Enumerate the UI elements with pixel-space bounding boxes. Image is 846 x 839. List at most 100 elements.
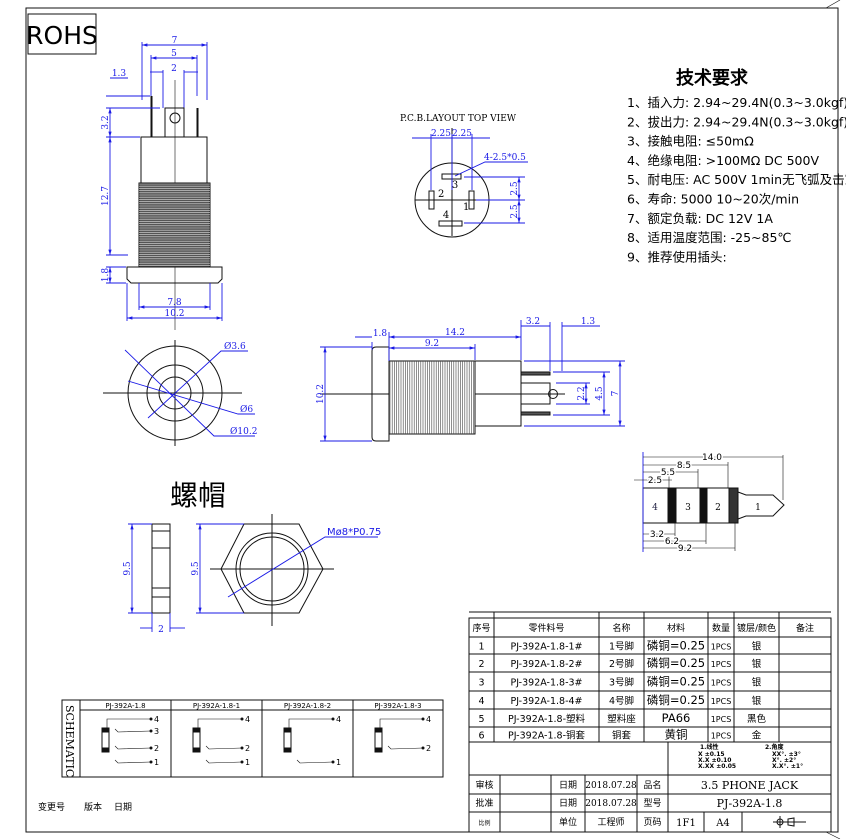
paper-size: A4 [715,818,730,829]
dimension-label: 7 [172,36,178,46]
tech-item: 7、额定负载: DC 12V 1A [627,211,773,226]
dimension-label: 14.0 [702,453,722,463]
jack-contact [192,747,201,753]
schematic-wire [106,718,151,728]
dimension-label: 3.2 [526,317,540,327]
dimension-label: 1.3 [581,317,596,327]
tolerance-value: X.XX ±0.05 [698,763,736,770]
flange [371,346,390,442]
bom-cell: 银 [752,658,762,670]
flange [126,266,223,284]
dimension-label: 10.2 [164,309,184,319]
housing-body [140,136,208,184]
title-block-cell: 审核 [475,779,493,791]
pin-number: 2 [426,744,431,753]
jack-contact [283,747,292,753]
pad-2 [428,190,435,210]
schematic-wire [114,728,152,733]
insulator [699,487,708,524]
bom-cell: 磷铜=0.25 [647,639,705,653]
dimension-label: 2.5 [648,476,662,486]
bom-cell: 银 [752,641,762,653]
pin-label-4: 4 [443,210,449,221]
jack-contact [374,747,383,753]
thread-label: Mø8*P0.75 [327,527,381,538]
bom-cell: PJ-392A-1.8-1# [510,642,582,653]
schematic-column-title: PJ-392A-1.8-3 [374,702,421,710]
model-number: PJ-392A-1.8 [717,797,783,810]
dimension-label: 12.7 [101,186,111,206]
leader-line [124,349,255,437]
diameter-label: Ø6 [240,404,253,415]
pin-number: 1 [336,758,341,767]
revision-block: 变更号版本日期 [38,801,132,813]
title-block-cell: 日期 [559,798,577,809]
tech-item: 8、适用温度范围: -25~85℃ [627,230,791,245]
bom-cell: 1PCS [711,697,732,706]
jack-contact [101,727,110,733]
bom-cell: 4 [478,696,484,707]
bom-cell: 1PCS [711,732,732,741]
leader-line [454,161,528,177]
schematic-wire [296,759,334,764]
pin-dot [240,760,244,764]
drawing-frame [25,7,839,833]
bom-header: 数量 [712,622,730,634]
ring-label: 3 [685,503,691,513]
title-block-cell: 单位 [559,816,577,828]
pin [520,371,551,376]
pad-1 [468,190,475,210]
pad-4 [438,220,463,227]
bom-header: 序号 [472,622,490,634]
bom-header: 零件料号 [528,622,564,634]
schematic-frame [61,699,444,778]
tolerance-title: 1.线性 [700,743,718,751]
diameter-label: Ø3.6 [224,341,246,352]
tolerance-value: X°. ±2° [772,757,796,764]
pin-number: 2 [154,744,159,753]
title-block-cell: 日期 [559,780,577,791]
bom-cell: 3号脚 [609,678,634,689]
tech-item: 4、绝缘电阻: >100MΩ DC 500V [627,153,819,168]
tolerance-value: XX°. ±3° [772,751,801,758]
dimension-label: 7 [611,390,621,396]
schematic-wire [114,759,152,764]
pin-dot [331,717,335,721]
bom-cell: 1PCS [711,660,732,669]
dimension-label: 2.25 [431,129,451,139]
projection-symbol-icon [773,816,806,828]
dimension-label: 8.5 [677,461,691,471]
rohs-label: ROHS [26,21,98,50]
dimension-label: 14.2 [445,328,465,338]
dimension-label: 3.2 [101,115,111,129]
dimension-label: 9.5 [123,561,133,576]
dimension-label: 10.2 [316,384,326,404]
dimension-label: 6.2 [665,537,679,547]
title-block-cell: 型号 [643,798,661,809]
dimension-label: 1.3 [112,69,127,79]
tolerance-value: X ±0.15 [698,751,725,758]
bom-cell: 塑料座 [607,713,636,725]
title-block-frame [468,741,832,833]
dimension-label: 7.8 [167,298,182,308]
bom-cell: 金 [752,730,762,742]
pad-note: 4-2.5*0.5 [484,153,526,163]
pin-number: 3 [154,727,159,736]
tech-item: 1、插入力: 2.94~29.4N(0.3~3.0kgf) [627,95,846,110]
schematic-wire [288,718,333,728]
pin-dot [149,746,153,750]
pad-3 [441,173,462,180]
bom-cell: 磷铜=0.25 [647,656,705,670]
dimension-label: 9.2 [678,544,692,554]
dimension-label: 5 [171,49,177,59]
pin-number: 4 [336,715,341,724]
pin-number: 4 [245,715,250,724]
